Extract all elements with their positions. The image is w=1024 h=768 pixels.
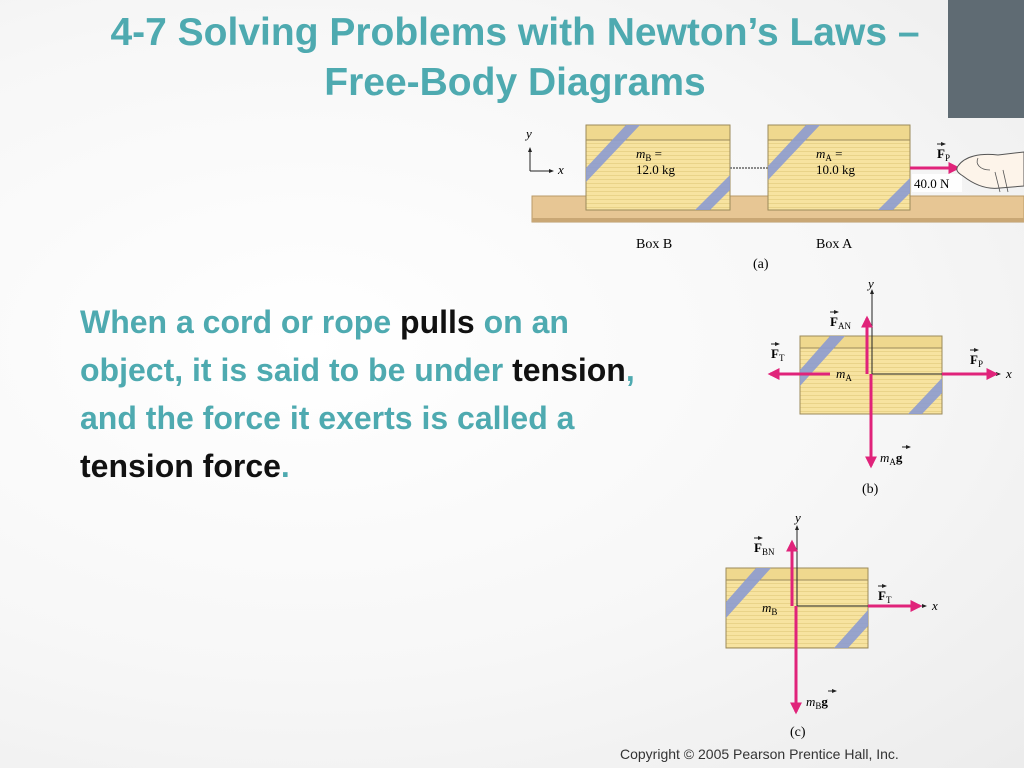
axis-x-label: x: [931, 598, 938, 613]
axis-x-label: x: [1005, 366, 1012, 381]
figure-c: y x FBN FT mB mBg (c): [725, 510, 938, 740]
pull-force-label: FP: [937, 146, 950, 163]
pull-force-label: FP: [970, 352, 983, 369]
normal-force-label: FBN: [754, 540, 775, 557]
tape-icon: [695, 175, 730, 210]
box-a: mA = 10.0 kg: [767, 124, 911, 211]
figure-b-caption: (b): [862, 482, 879, 497]
axis-y-label: y: [793, 510, 801, 525]
body-segment: When a cord or rope: [80, 304, 401, 340]
normal-force-label: FAN: [830, 314, 851, 331]
tape-icon: [726, 568, 771, 618]
box-a-caption: Box A: [816, 237, 853, 252]
weight-label: mBg: [806, 694, 828, 711]
copyright-notice: Copyright © 2005 Pearson Prentice Hall, …: [620, 746, 899, 762]
box-b-mass-value: 12.0 kg: [636, 162, 676, 177]
figure-b: y x FAN FT FP mA mAg (b): [767, 276, 1012, 497]
tape-icon: [878, 178, 910, 210]
box-b: mB = 12.0 kg: [585, 124, 731, 211]
pull-force-value: 40.0 N: [914, 176, 950, 191]
tape-icon: [768, 125, 820, 180]
title-line-1: 4-7 Solving Problems with Newton’s Laws …: [110, 11, 920, 54]
weight-label: mAg: [880, 450, 903, 467]
box-b-mass-label: mB =: [636, 146, 662, 163]
tape-icon: [908, 378, 942, 414]
figure-a: y x mB = 12.0 kg mA = 10.0 kg FP 40.0 N: [524, 124, 1024, 272]
axes-icon: y x: [524, 126, 564, 177]
emphasis-tension: tension: [512, 352, 626, 388]
corner-accent-block: [948, 0, 1024, 118]
title-line-2: Free-Body Diagrams: [324, 61, 706, 104]
axis-x-label: x: [557, 162, 564, 177]
box-a-mass-label: mA =: [816, 146, 842, 163]
slide-title: 4-7 Solving Problems with Newton’s Laws …: [30, 8, 1000, 108]
emphasis-pulls: pulls: [400, 304, 475, 340]
axis-y-label: y: [524, 126, 532, 141]
tension-force-label: FT: [771, 346, 785, 363]
tape-icon: [586, 125, 640, 182]
figure-c-caption: (c): [790, 725, 806, 740]
body-segment: , and the force it exerts is called a: [80, 352, 635, 436]
emphasis-tension-force: tension force: [80, 448, 281, 484]
figure-a-caption: (a): [753, 257, 769, 272]
mass-label: mA: [836, 366, 852, 383]
axis-y-label: y: [866, 276, 874, 291]
box-a-mass-value: 10.0 kg: [816, 162, 856, 177]
mass-label: mB: [762, 600, 777, 617]
tension-force-label: FT: [878, 588, 892, 605]
hand-icon: [956, 151, 1024, 193]
tension-definition: When a cord or rope pulls on an object, …: [80, 298, 680, 490]
box-b-caption: Box B: [636, 237, 672, 252]
body-segment: on an object, it is said to be under: [80, 304, 569, 388]
tape-icon: [834, 610, 868, 648]
body-segment: .: [280, 448, 290, 484]
